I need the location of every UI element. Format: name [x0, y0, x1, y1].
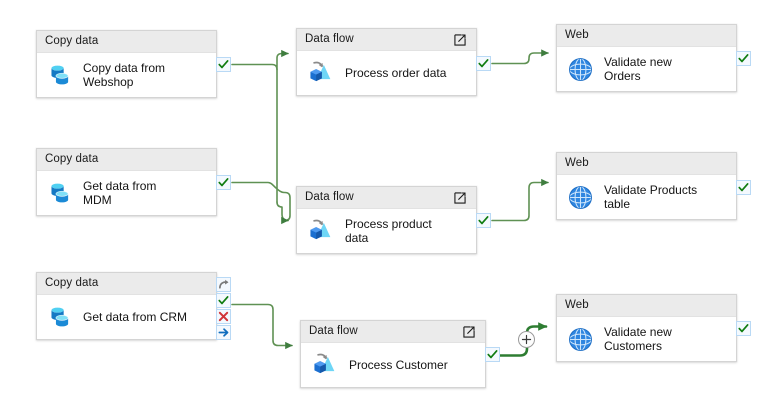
badge-group-data-flow-customer — [485, 347, 500, 362]
connector-mdm-to-process-product — [231, 181, 291, 222]
node-data-flow-process-customer[interactable]: Data flow Process Customer — [300, 320, 486, 388]
node-header: Web — [557, 25, 736, 47]
badge-group-data-flow-order — [476, 56, 491, 71]
node-body: Process order data — [297, 51, 476, 95]
connector-order-to-validate-orders — [491, 49, 549, 65]
node-activity-label: Validate Products table — [604, 182, 698, 212]
node-data-flow-process-product[interactable]: Data flow Process product data — [296, 186, 477, 254]
database-copy-icon — [51, 183, 69, 203]
node-type-label: Web — [565, 156, 589, 169]
badge-group-web-products — [736, 180, 751, 195]
node-type-label: Web — [565, 28, 589, 41]
node-type-label: Data flow — [309, 324, 358, 337]
node-type-label: Copy data — [45, 34, 99, 47]
database-copy-icon — [51, 65, 69, 85]
connector-product-to-validate-products — [491, 178, 549, 222]
node-activity-label: Get data from CRM — [83, 309, 188, 324]
status-badge-success[interactable] — [736, 51, 751, 66]
badge-group-copy-crm — [216, 277, 231, 340]
status-badge-success[interactable] — [216, 175, 231, 190]
node-type-label: Data flow — [305, 190, 354, 203]
globe-icon — [569, 185, 592, 209]
badge-group-copy-webshop — [216, 57, 231, 72]
node-copy-data-mdm[interactable]: Copy data Get data from MDM — [36, 148, 217, 216]
globe-icon — [569, 327, 592, 351]
open-external-icon[interactable] — [461, 324, 477, 340]
node-body: Get data from MDM — [37, 171, 216, 215]
status-badge-success[interactable] — [476, 213, 491, 228]
node-activity-label: Get data from MDM — [83, 178, 157, 208]
data-flow-icon — [314, 353, 335, 374]
node-copy-data-crm[interactable]: Copy data Get data from CRM — [36, 272, 217, 340]
status-badge-success[interactable] — [736, 180, 751, 195]
badge-group-copy-mdm — [216, 175, 231, 190]
node-type-label: Data flow — [305, 32, 354, 45]
node-header: Copy data — [37, 31, 216, 53]
connector-crm-to-process-customer — [231, 303, 293, 350]
node-type-label: Copy data — [45, 276, 99, 289]
badge-group-web-customers — [736, 321, 751, 336]
node-body: Process product data — [297, 209, 476, 253]
node-header: Data flow — [301, 321, 485, 343]
node-copy-data-webshop[interactable]: Copy data Copy data from Webshop — [36, 30, 217, 98]
node-activity-label: Copy data from Webshop — [83, 60, 166, 90]
node-body: Validate new Customers — [557, 317, 736, 361]
data-flow-icon — [310, 219, 331, 240]
node-header: Copy data — [37, 149, 216, 171]
badge-group-web-orders — [736, 51, 751, 66]
node-header: Copy data — [37, 273, 216, 295]
node-activity-label: Process order data — [345, 65, 447, 80]
connector-webshop-to-process-order — [231, 49, 289, 71]
status-badge-completion[interactable] — [216, 325, 231, 340]
open-external-icon[interactable] — [452, 190, 468, 206]
plus-icon — [521, 334, 532, 345]
node-body: Validate new Orders — [557, 47, 736, 91]
status-badge-success[interactable] — [476, 56, 491, 71]
globe-icon — [569, 57, 592, 81]
node-type-label: Web — [565, 298, 589, 311]
status-badge-success[interactable] — [216, 293, 231, 308]
node-type-label: Copy data — [45, 152, 99, 165]
status-badge-skipped[interactable] — [216, 277, 231, 292]
node-header: Web — [557, 295, 736, 317]
connector-junction-to-process-product — [276, 201, 289, 225]
node-activity-label: Validate new Orders — [604, 54, 672, 84]
status-badge-success[interactable] — [736, 321, 751, 336]
status-badge-success[interactable] — [216, 57, 231, 72]
badge-group-data-flow-product — [476, 213, 491, 228]
node-body: Process Customer — [301, 343, 485, 387]
node-header: Web — [557, 153, 736, 175]
node-activity-label: Process Customer — [349, 357, 448, 372]
status-badge-success[interactable] — [485, 347, 500, 362]
node-body: Validate Products table — [557, 175, 736, 219]
node-web-validate-orders[interactable]: Web Validate new Orders — [556, 24, 737, 92]
add-activity-button[interactable] — [518, 331, 535, 348]
node-body: Copy data from Webshop — [37, 53, 216, 97]
node-web-validate-customers[interactable]: Web Validate new Customers — [556, 294, 737, 362]
database-copy-icon — [51, 307, 69, 327]
data-flow-icon — [310, 61, 331, 82]
status-badge-failure[interactable] — [216, 309, 231, 324]
node-web-validate-products[interactable]: Web Validate Products table — [556, 152, 737, 220]
node-header: Data flow — [297, 29, 476, 51]
node-activity-label: Process product data — [345, 216, 432, 246]
node-body: Get data from CRM — [37, 295, 216, 339]
open-external-icon[interactable] — [452, 32, 468, 48]
node-activity-label: Validate new Customers — [604, 324, 672, 354]
node-data-flow-process-order[interactable]: Data flow Process order data — [296, 28, 477, 96]
node-header: Data flow — [297, 187, 476, 209]
